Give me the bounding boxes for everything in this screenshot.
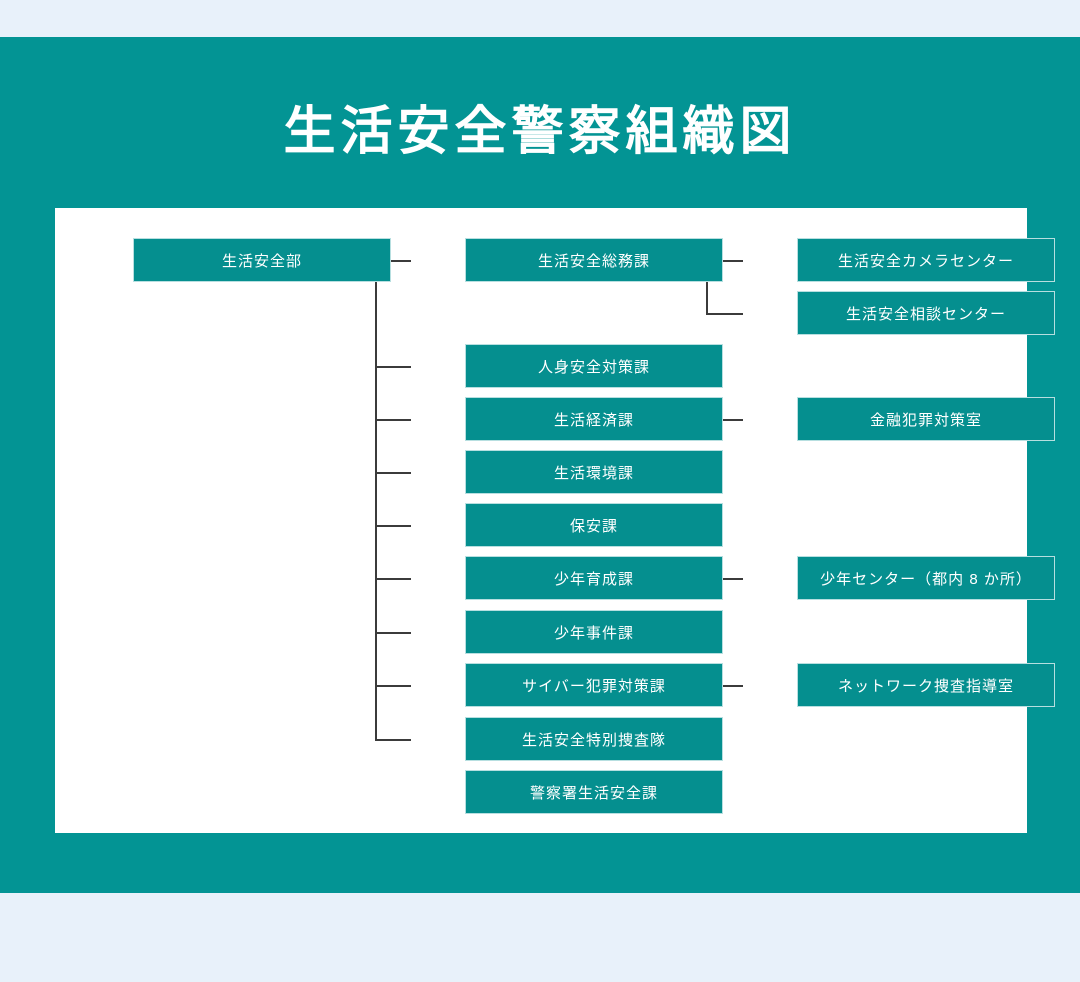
node-network-sosa-shidoshitsu[interactable]: ネットワーク捜査指導室 — [797, 663, 1055, 707]
node-seikatsu-keizaika[interactable]: 生活経済課 — [465, 397, 723, 441]
connector-stub-2 — [375, 366, 411, 368]
node-shonen-ikuseika[interactable]: 少年育成課 — [465, 556, 723, 600]
node-seikatsu-anzen-camera-center[interactable]: 生活安全カメラセンター — [797, 238, 1055, 282]
connector-stub-3 — [375, 419, 411, 421]
connector-stub-1 — [375, 260, 411, 262]
node-seikatsu-kankyoka[interactable]: 生活環境課 — [465, 450, 723, 494]
connector-to-consultation-center — [706, 313, 743, 315]
node-hoanka[interactable]: 保安課 — [465, 503, 723, 547]
chart-canvas-panel: 生活安全部 生活安全総務課 人身安全対策課 生活経済課 生活環境課 保安課 少年… — [55, 208, 1055, 833]
connector-stub-9 — [375, 739, 411, 741]
connector-main-trunk — [375, 260, 377, 740]
node-shonen-jikenka[interactable]: 少年事件課 — [465, 610, 723, 654]
node-seikatsu-anzen-somuka[interactable]: 生活安全総務課 — [465, 238, 723, 282]
node-kinyu-hanzai-taisakushitsu[interactable]: 金融犯罪対策室 — [797, 397, 1055, 441]
node-seikatsu-anzen-sodan-center[interactable]: 生活安全相談センター — [797, 291, 1055, 335]
connector-somuka-subtrunk — [706, 260, 708, 314]
node-shonen-center[interactable]: 少年センター（都内 8 か所） — [797, 556, 1055, 600]
node-jinshin-anzen-taisakuka[interactable]: 人身安全対策課 — [465, 344, 723, 388]
node-keisatsusho-seikatsu-anzenka[interactable]: 警察署生活安全課 — [465, 770, 723, 814]
page-title: 生活安全警察組織図 — [283, 103, 797, 161]
connector-stub-5 — [375, 525, 411, 527]
connector-stub-6 — [375, 578, 411, 580]
node-seikatsu-anzen-tokubetsu-sosatai[interactable]: 生活安全特別捜査隊 — [465, 717, 723, 761]
node-seikatsu-anzen-bu[interactable]: 生活安全部 — [133, 238, 391, 282]
connector-stub-8 — [375, 685, 411, 687]
node-cyber-hanzai-taisakuka[interactable]: サイバー犯罪対策課 — [465, 663, 723, 707]
connector-stub-7 — [375, 632, 411, 634]
connector-stub-4 — [375, 472, 411, 474]
connector-to-camera-center — [706, 260, 743, 262]
